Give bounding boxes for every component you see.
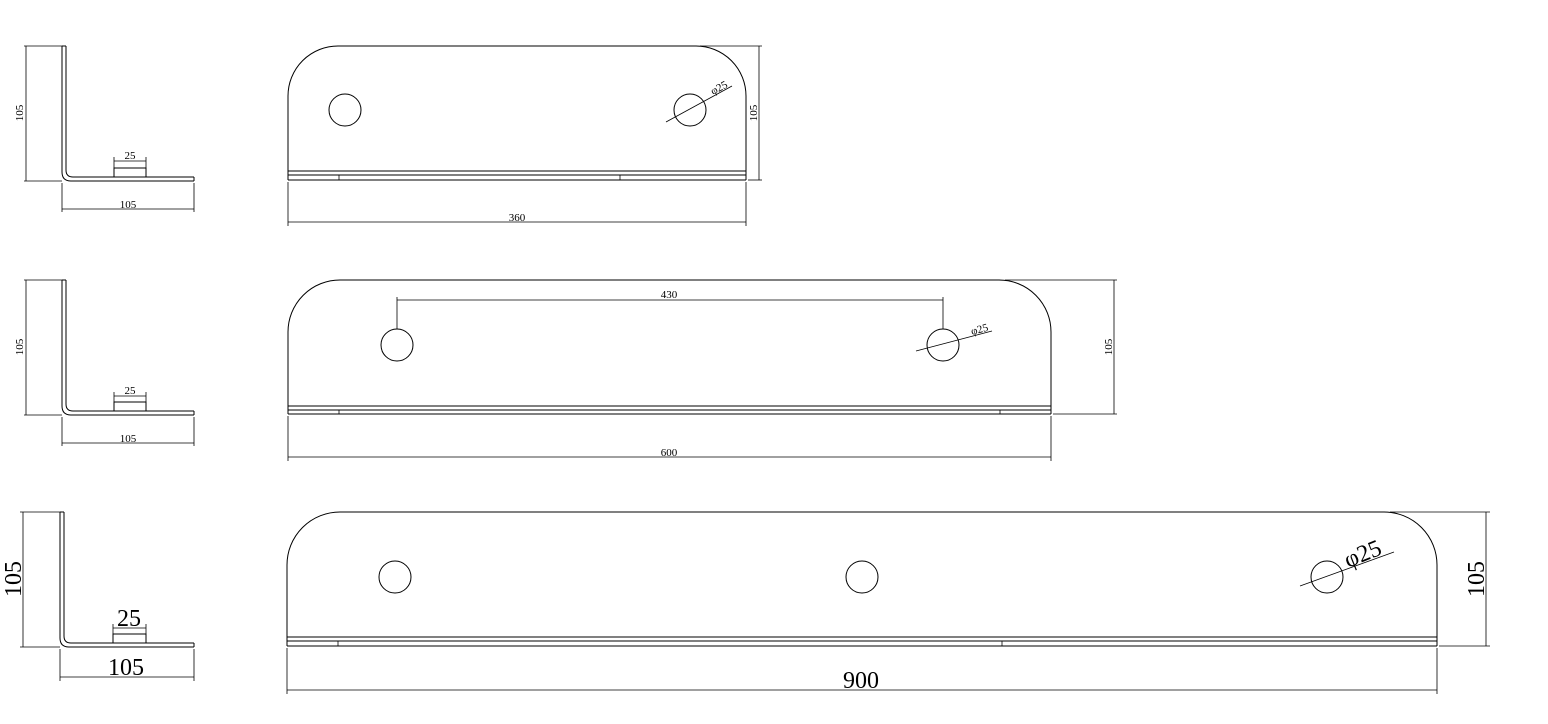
row2-front-view: 430 φ25 105 600: [287, 279, 1117, 461]
height-dimension-label: 105: [748, 104, 760, 121]
bracket-outline: [287, 45, 747, 175]
tab-dimension-label: 25: [125, 385, 137, 397]
hole-diameter-label: φ25: [1341, 535, 1386, 573]
length-dimension-label: 360: [509, 212, 526, 224]
tab-dimension-label: 25: [125, 150, 137, 162]
row2-side-view: 105 25 105: [14, 279, 195, 446]
height-dimension-label: 105: [1, 561, 27, 597]
hole-diameter-label: φ25: [709, 79, 730, 98]
angle-profile-inner: [65, 280, 194, 412]
row3-side-view: 105 25 105: [1, 511, 195, 681]
height-dimension-label: 105: [1103, 338, 1115, 355]
tab-block: [113, 167, 147, 178]
height-dimension-label: 105: [1464, 561, 1490, 597]
angle-profile: [59, 512, 194, 648]
mounting-hole: [1310, 560, 1344, 594]
row1-front-view: φ25 105 360: [287, 45, 762, 226]
bracket-outline: [287, 279, 1052, 406]
mounting-hole: [673, 93, 707, 127]
angle-profile: [61, 46, 194, 182]
height-dimension-label: 105: [14, 104, 26, 121]
hole-leader-line: [665, 85, 733, 123]
mounting-hole: [380, 328, 414, 362]
angle-profile: [61, 280, 194, 416]
width-dimension-label: 105: [108, 655, 144, 681]
spacing-dimension-label: 430: [661, 289, 678, 301]
row3-front-view: φ25 105 900: [286, 511, 1490, 694]
hole-leader-line: [1299, 551, 1395, 587]
bracket-outline: [286, 511, 1438, 637]
tab-block: [112, 633, 147, 644]
length-dimension-label: 600: [661, 447, 678, 459]
width-dimension-label: 105: [120, 433, 137, 445]
angle-profile-inner: [65, 46, 194, 178]
mounting-hole: [926, 328, 960, 362]
width-dimension-label: 105: [120, 199, 137, 211]
hole-diameter-label: φ25: [970, 322, 990, 338]
height-dimension-label: 105: [14, 338, 26, 355]
angle-profile-inner: [63, 512, 194, 644]
row1-side-view: 105 25 105: [14, 45, 195, 212]
mounting-hole: [328, 93, 362, 127]
tab-block: [113, 401, 147, 412]
hole-leader-line: [915, 330, 993, 352]
length-dimension-label: 900: [843, 668, 879, 694]
tab-dimension-label: 25: [117, 606, 141, 632]
mounting-hole: [378, 560, 412, 594]
mounting-hole: [845, 560, 879, 594]
